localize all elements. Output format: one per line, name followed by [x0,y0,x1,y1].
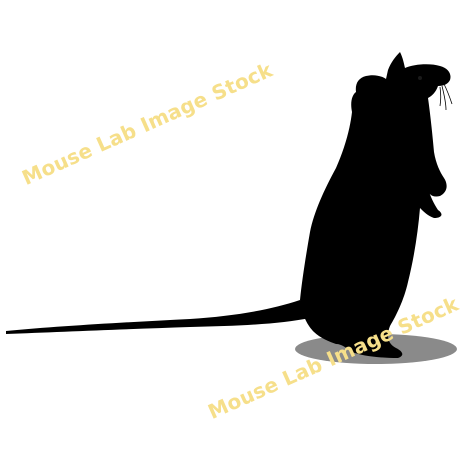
mouse-eye [418,76,422,80]
mouse-body-silhouette [300,52,451,358]
mouse-tail [6,300,310,334]
mouse-whiskers [439,83,453,111]
